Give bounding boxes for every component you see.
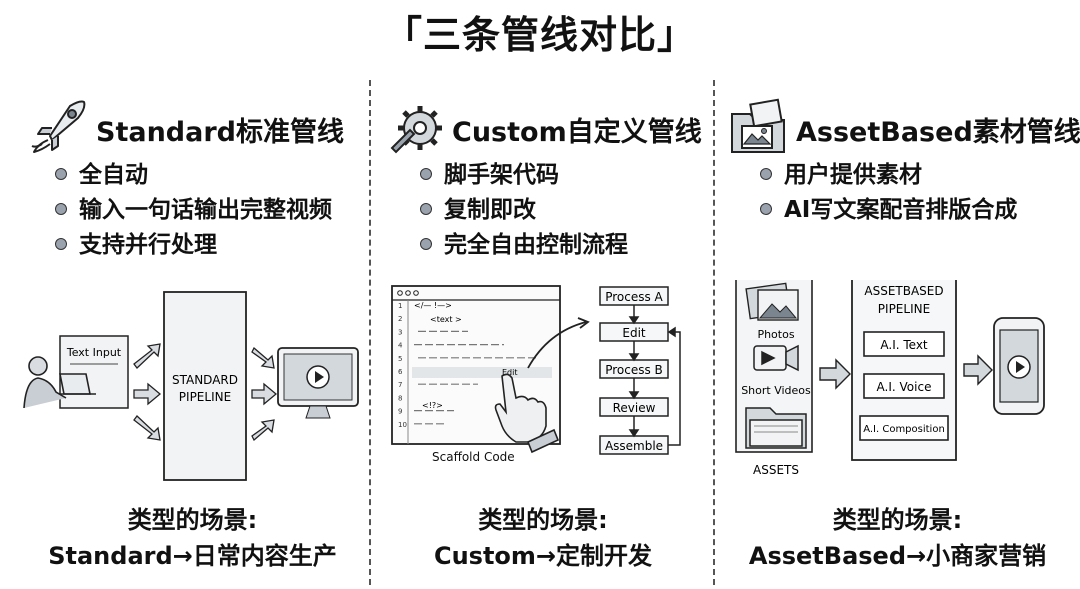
pipeline-step	[863, 373, 945, 399]
svg-text:ASSETBASED: ASSETBASED	[864, 284, 943, 298]
gears-wrench-icon	[390, 106, 442, 154]
assetbased-pipeline-diagram: Photos Short Videos ASSETS ASSETBASED PI…	[735, 280, 1045, 477]
line-number: 9	[398, 408, 402, 416]
column-heading: AssetBased素材管线	[796, 117, 1080, 148]
pipeline-step	[863, 331, 945, 357]
feature-item: AI写文案配音排版合成	[760, 193, 1017, 228]
feature-item: 输入一句话输出完整视频	[55, 193, 332, 228]
feature-item: 全自动	[55, 158, 332, 193]
scaffold-code-label: Scaffold Code	[432, 450, 515, 464]
line-number: 8	[398, 394, 402, 402]
svg-text:</— !—>: </— !—>	[414, 301, 452, 310]
video-camera-icon	[753, 344, 799, 372]
svg-text:PIPELINE: PIPELINE	[179, 390, 231, 404]
bullet-icon	[55, 167, 67, 180]
monitor-video-icon	[277, 347, 359, 419]
column-divider	[369, 80, 371, 585]
svg-text:A.I. Text: A.I. Text	[880, 338, 928, 352]
bullet-icon	[420, 202, 432, 215]
column-divider	[713, 80, 715, 585]
bullet-icon	[420, 237, 432, 250]
line-number: 6	[398, 368, 403, 376]
svg-text:Review: Review	[613, 401, 656, 415]
bullet-icon	[420, 167, 432, 180]
assets-label: ASSETS	[753, 463, 799, 477]
feature-item: 用户提供素材	[760, 158, 1017, 193]
arrow-head-icon	[577, 317, 590, 329]
feature-item: 复制即改	[420, 193, 628, 228]
column-header: AssetBased素材管线	[720, 98, 1080, 154]
column-assetbased: AssetBased素材管线 用户提供素材 AI写文案配音排版合成 Photos…	[720, 80, 1080, 585]
asset-label: Short Videos	[741, 384, 811, 397]
svg-text:<!?>: <!?>	[422, 401, 443, 410]
photos-icon	[745, 282, 799, 321]
svg-text:A.I. Voice: A.I. Voice	[877, 380, 932, 394]
process-flow: Process A Edit Process B Review Assemble	[599, 286, 681, 455]
svg-text:Edit: Edit	[622, 326, 646, 340]
svg-text:PIPELINE: PIPELINE	[878, 302, 930, 316]
line-number: 7	[398, 381, 402, 389]
svg-text:Edit: Edit	[502, 368, 518, 377]
standard-pipeline-box: STANDARD PIPELINE	[163, 291, 247, 481]
svg-text:Process A: Process A	[605, 290, 663, 304]
svg-text:Assemble: Assemble	[605, 439, 663, 453]
svg-text:Process B: Process B	[605, 363, 663, 377]
pipeline-step	[859, 415, 949, 441]
phone-video-icon	[993, 317, 1045, 415]
folder-icon	[745, 407, 807, 449]
svg-text:STANDARD: STANDARD	[172, 373, 238, 387]
pointing-hand-icon	[494, 373, 560, 454]
asset-label: Photos	[757, 328, 794, 341]
svg-text:<text >: <text >	[430, 315, 462, 324]
column-header: Custom自定义管线	[378, 98, 708, 154]
caption-text: Custom→定制开发	[433, 542, 653, 570]
bullet-icon	[55, 237, 67, 250]
feature-list: 用户提供素材 AI写文案配音排版合成	[760, 158, 1017, 228]
line-number: 1	[398, 302, 402, 310]
page-title: 「三条管线对比」	[383, 13, 696, 57]
rocket-icon	[31, 100, 86, 153]
caption-title: 类型的场景:	[127, 506, 258, 534]
caption-title: 类型的场景:	[478, 506, 608, 534]
line-number: 4	[398, 342, 403, 350]
feature-list: 脚手架代码 复制即改 完全自由控制流程	[420, 158, 628, 263]
caption-text: Standard→日常内容生产	[48, 542, 337, 570]
column-standard: Standard标准管线 全自动 输入一句话输出完整视频 支持并行处理 Text…	[20, 80, 365, 585]
svg-text:Text Input: Text Input	[66, 346, 122, 359]
line-number: 5	[398, 355, 402, 363]
photo-folder-icon	[731, 98, 785, 153]
person-at-laptop-icon	[23, 356, 96, 409]
line-number: 3	[398, 328, 402, 336]
column-heading: Custom自定义管线	[452, 117, 702, 148]
output-arrows	[251, 346, 278, 442]
scenario-caption: 类型的场景: Custom→定制开发	[378, 502, 708, 574]
feature-list: 全自动 输入一句话输出完整视频 支持并行处理	[55, 158, 332, 263]
scenario-caption: 类型的场景: Standard→日常内容生产	[20, 502, 365, 574]
bullet-icon	[55, 202, 67, 215]
caption-title: 类型的场景:	[832, 506, 963, 534]
assets-panel: Photos Short Videos	[735, 280, 813, 453]
text-input-card: Text Input	[59, 335, 129, 409]
feature-item: 完全自由控制流程	[420, 228, 628, 263]
line-number: 2	[398, 315, 402, 323]
flow-arrow-icon	[963, 354, 993, 386]
assetbased-pipeline-box: ASSETBASED PIPELINE A.I. Text A.I. Voice…	[851, 280, 957, 461]
column-heading: Standard标准管线	[96, 117, 344, 148]
feature-item: 支持并行处理	[55, 228, 332, 263]
flow-arrow-icon	[819, 358, 851, 390]
bullet-icon	[760, 202, 772, 215]
feature-item: 脚手架代码	[420, 158, 628, 193]
custom-pipeline-diagram: 1 2 3 4 5 6 7 8 9 10 </— !—> <text > <!?> Edit Sc…	[391, 285, 681, 464]
standard-pipeline-diagram: Text Input STANDARD PIPELINE	[23, 291, 359, 481]
input-arrows	[133, 343, 162, 441]
svg-text:A.I. Composition: A.I. Composition	[863, 424, 945, 435]
bullet-icon	[760, 167, 772, 180]
scenario-caption: 类型的场景: AssetBased→小商家营销	[720, 502, 1075, 574]
caption-text: AssetBased→小商家营销	[748, 542, 1047, 570]
column-custom: Custom自定义管线 脚手架代码 复制即改 完全自由控制流程 1 2 3 4 5 6 7 8…	[378, 80, 708, 585]
edit-to-flow-arrow	[527, 321, 587, 369]
line-number: 10	[398, 421, 407, 429]
column-header: Standard标准管线	[20, 98, 365, 154]
